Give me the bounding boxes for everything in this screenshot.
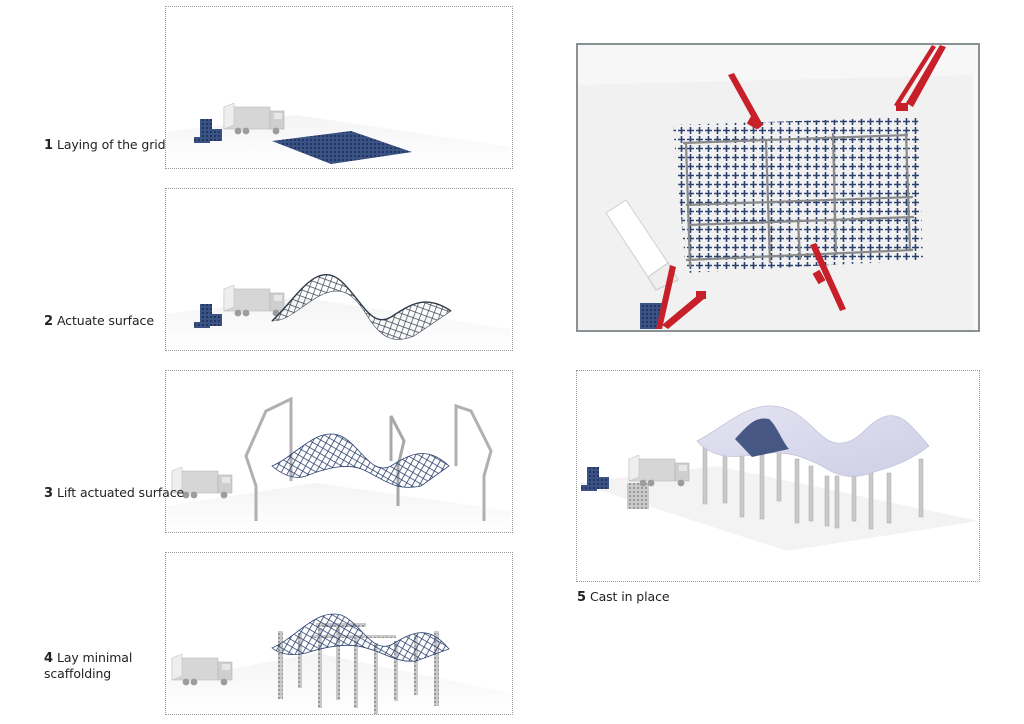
crane-right [454,403,493,521]
step-2-number: 2 [44,314,53,329]
step-2-illustration-panel [165,188,513,351]
step-5-illustration-panel [576,370,980,582]
step-1-number: 1 [44,138,53,153]
step-4-text-line2: scaffolding [44,666,112,681]
lifted-mesh-surface [271,433,450,488]
step-4-text-line1: Lay minimal [56,650,133,665]
ground-plane [577,466,979,551]
shell-underside-mesh [735,418,789,457]
step-5-number: 5 [577,590,586,605]
plan-material-stack [640,303,662,329]
ground-plane [166,483,511,532]
step-3-render [166,396,511,532]
step-1-text: Laying of the grid [56,137,166,152]
scaffold-pallet [627,483,649,509]
mesh-surface-on-scaffolding [271,613,450,662]
step-2-render [166,273,511,350]
step-4-illustration-panel [165,552,513,715]
step-5-render [577,405,979,551]
plan-grid-mesh [673,117,923,273]
step-3-number: 3 [44,486,53,501]
step-1-illustration-panel [165,6,513,169]
crane-left [244,396,293,521]
flat-grid-mesh [272,131,412,164]
plan-view-render [578,45,978,330]
step-4-render [166,613,511,714]
plan-cranes [656,45,946,329]
step-5-text: Cast in place [589,589,670,604]
grid-material-stack [581,467,609,491]
step-1-render [166,102,511,168]
step-3-illustration-panel [165,370,513,533]
plan-view-panel [576,43,980,332]
step-4-number: 4 [44,651,53,666]
plan-scaffolding [682,132,915,268]
step-2-text: Actuate surface [56,313,154,328]
columns [702,440,924,530]
step-3-text: Lift actuated surface [56,485,185,500]
